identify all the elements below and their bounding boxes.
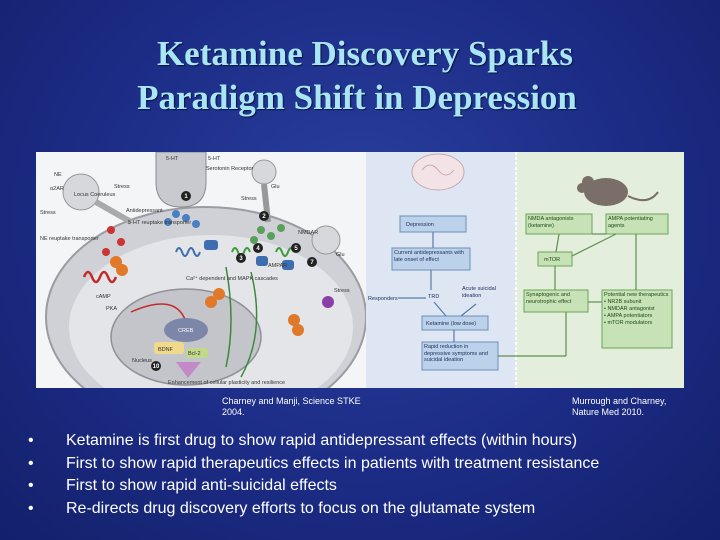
label-current-antidepressants: Current antidepressants with late onset … bbox=[394, 250, 465, 263]
svg-text:3: 3 bbox=[239, 256, 243, 262]
bullet-text: Ketamine is first drug to show rapid ant… bbox=[66, 432, 578, 449]
enhancement-arrow bbox=[176, 362, 201, 378]
label-5ht: 5-HT bbox=[166, 156, 179, 162]
svg-text:2: 2 bbox=[262, 214, 266, 220]
presynaptic-terminal bbox=[155, 152, 207, 208]
bullet-item: • Ketamine is first drug to show rapid an… bbox=[28, 430, 718, 453]
label-enhancement: Enhancement of cellular plasticity and r… bbox=[168, 380, 285, 386]
label-nucleus: Nucleus bbox=[132, 358, 152, 364]
slide-title: Ketamine Discovery Sparks Paradigm Shift… bbox=[0, 32, 720, 120]
label-ampar: AMPAR bbox=[268, 263, 287, 269]
bullet-text: First to show rapid therapeutics effects… bbox=[66, 454, 600, 472]
bullet-item: • First to show rapid anti-suicidal effec… bbox=[28, 475, 718, 498]
brain-icon bbox=[411, 153, 465, 191]
bullet-item: • Re-directs drug discovery efforts to fo… bbox=[28, 498, 718, 521]
label-depression: Depression bbox=[406, 222, 434, 228]
svg-text:1: 1 bbox=[184, 194, 188, 200]
label-mapk-cascade: Ca²⁺ dependent and MAPK cascades bbox=[186, 275, 278, 282]
step-markers: 3 4 5 7 1 2 10 bbox=[151, 191, 317, 371]
label-stress-2: Stress bbox=[40, 210, 56, 216]
bdnf-box bbox=[154, 342, 184, 354]
mouse-icon bbox=[577, 176, 659, 206]
svg-text:10: 10 bbox=[153, 364, 160, 370]
label-locus-coeruleus: Locus Coeruleus bbox=[74, 192, 116, 198]
bullet-dot: • bbox=[28, 499, 34, 517]
bullet-dot: • bbox=[28, 477, 34, 494]
label-bdnf: BDNF bbox=[158, 347, 174, 353]
bullet-dot: • bbox=[28, 454, 34, 472]
label-responders: Responders bbox=[368, 296, 398, 302]
label-a2ar: α2AR bbox=[50, 186, 64, 192]
label-camp: cAMP bbox=[96, 294, 111, 300]
label-ketamine-low-dose: Ketamine (low dose) bbox=[426, 321, 476, 327]
box-ampa-agents bbox=[605, 213, 669, 235]
neuron-signaling-figure: 3 4 5 7 1 2 10 5-HT 5-HT Serotonin Recep… bbox=[36, 152, 366, 388]
label-stress-4: Stress bbox=[334, 288, 350, 294]
label-ne-reuptake: NE reuptake transporter bbox=[40, 236, 99, 242]
locus-coeruleus-cell bbox=[62, 173, 100, 211]
bullet-text: First to show rapid anti-suicidal effect… bbox=[66, 477, 337, 494]
receptor-cluster bbox=[102, 210, 334, 336]
creb-protein bbox=[164, 318, 208, 342]
label-glu-2: Glu bbox=[336, 252, 345, 258]
label-potential-therapeutics: Potential new therapeutics bbox=[604, 292, 669, 298]
citation-right: Murrough and Charney, Nature Med 2010. bbox=[572, 396, 667, 417]
bullet-dot: • bbox=[28, 432, 34, 449]
bullet-list: • Ketamine is first drug to show rapid an… bbox=[28, 430, 718, 520]
svg-text:5: 5 bbox=[294, 246, 298, 252]
ketamine-pathway-figure: Depression Current antidepressants with … bbox=[366, 152, 684, 388]
label-ampa-potentiators: • AMPA potentiators bbox=[604, 313, 653, 319]
ne-signal-wave bbox=[82, 270, 118, 284]
label-5ht-transporter: 5-HT reuptake transporter bbox=[128, 220, 191, 226]
citation-left: Charney and Manji, Science STKE 2004. bbox=[222, 396, 361, 417]
svg-text:4: 4 bbox=[256, 246, 260, 252]
label-nmdar: NMDAR bbox=[298, 230, 318, 236]
label-pka: PKA bbox=[106, 306, 117, 312]
label-rapid-reduction: Rapid reduction in depressive symptoms a… bbox=[424, 344, 488, 363]
label-trd: TRD bbox=[428, 294, 439, 300]
neuron-signaling-diagram: 3 4 5 7 1 2 10 5-HT 5-HT Serotonin Recep… bbox=[40, 152, 366, 388]
label-mtor: mTOR bbox=[544, 257, 560, 263]
label-ampa-agents: AMPA potentiating agents bbox=[608, 216, 653, 229]
label-nmda-antagonists: NMDA antagonists (ketamine) bbox=[528, 216, 574, 229]
box-ketamine-low-dose bbox=[421, 315, 489, 331]
box-synaptogenic bbox=[523, 289, 589, 313]
title-line-1: Ketamine Discovery Sparks bbox=[156, 34, 574, 73]
glia-cell-right bbox=[311, 225, 341, 255]
label-glu: Glu bbox=[271, 184, 280, 190]
glia-cell bbox=[251, 159, 277, 185]
label-serotonin-receptor: Serotonin Receptor bbox=[206, 166, 254, 172]
label-mtor-modulators: • mTOR modulators bbox=[604, 320, 653, 326]
svg-text:7: 7 bbox=[310, 260, 314, 266]
label-creb: CREB bbox=[178, 328, 194, 334]
label-antidepressant: Antidepressant bbox=[126, 208, 163, 214]
label-stress-1: Stress bbox=[114, 184, 130, 190]
label-stress-3: Stress bbox=[241, 196, 257, 202]
label-ne: NE bbox=[54, 172, 62, 178]
label-nr2b: • NR2B subunit bbox=[604, 299, 642, 305]
label-nmdar-antagonist: • NMDAR antagonist bbox=[604, 306, 655, 312]
title-line-2: Paradigm Shift in Depression bbox=[137, 78, 577, 117]
label-5ht-2: 5-HT bbox=[208, 156, 221, 162]
label-synaptogenic: Synaptogenic and neurotrophic effect bbox=[526, 292, 572, 305]
label-acute-suicidal: Acute suicidal ideation bbox=[462, 286, 496, 299]
bullet-text: Re-directs drug discovery efforts to foc… bbox=[66, 499, 536, 517]
bullet-item: • First to show rapid therapeutics effect… bbox=[28, 453, 718, 476]
bcl2-box bbox=[186, 348, 208, 358]
label-bcl2: Bcl-2 bbox=[188, 351, 201, 357]
ketamine-pathway-diagram: Depression Current antidepressants with … bbox=[366, 152, 684, 388]
box-potential-therapeutics bbox=[601, 289, 673, 349]
